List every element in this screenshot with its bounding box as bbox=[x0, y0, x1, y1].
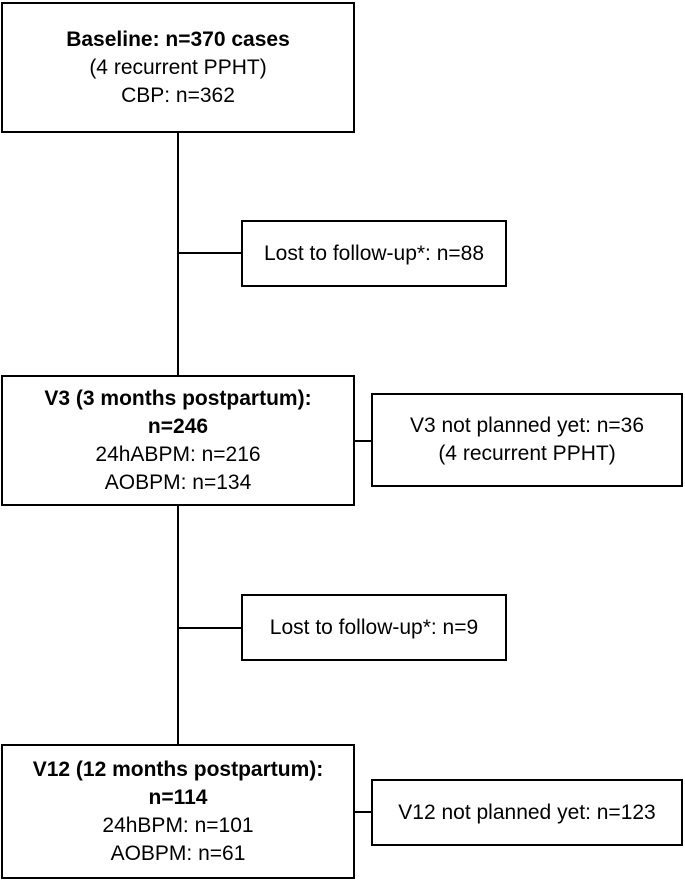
v12-count: n=114 bbox=[148, 785, 208, 809]
lost-followup-text-1: Lost to follow-up*: n=88 bbox=[263, 241, 485, 265]
branch-line-lost-1 bbox=[177, 252, 241, 254]
v3-not-planned-box: V3 not planned yet: n=36 (4 recurrent PP… bbox=[371, 393, 683, 487]
v12-not-planned-text: V12 not planned yet: n=123 bbox=[398, 800, 656, 824]
lost-followup-text-2: Lost to follow-up*: n=9 bbox=[269, 615, 479, 639]
main-vertical-line-1 bbox=[177, 132, 179, 376]
v3-not-planned-recurrent: (4 recurrent PPHT) bbox=[438, 442, 616, 465]
v12-aobpm: AOBPM: n=61 bbox=[110, 841, 246, 865]
v3-24habpm: 24hABPM: n=216 bbox=[95, 442, 261, 466]
v12-24hbpm: 24hBPM: n=101 bbox=[102, 813, 254, 837]
baseline-recurrent: (4 recurrent PPHT) bbox=[89, 55, 267, 79]
v3-title: V3 (3 months postpartum): bbox=[44, 386, 312, 410]
baseline-box: Baseline: n=370 cases (4 recurrent PPHT)… bbox=[1, 2, 355, 133]
lost-followup-box-2: Lost to follow-up*: n=9 bbox=[241, 594, 507, 661]
branch-line-lost-2 bbox=[177, 627, 241, 629]
main-vertical-line-2 bbox=[177, 505, 179, 745]
lost-followup-box-1: Lost to follow-up*: n=88 bbox=[241, 220, 507, 287]
v3-count: n=246 bbox=[147, 414, 209, 438]
v12-not-planned-box: V12 not planned yet: n=123 bbox=[371, 779, 683, 846]
v12-title: V12 (12 months postpartum): bbox=[32, 757, 324, 781]
branch-line-v3-not-planned bbox=[355, 440, 372, 442]
baseline-cbp: CBP: n=362 bbox=[121, 83, 235, 107]
v12-box: V12 (12 months postpartum): n=114 24hBPM… bbox=[1, 744, 355, 879]
branch-line-v12-not-planned bbox=[355, 811, 372, 813]
v3-not-planned-text: V3 not planned yet: n=36 bbox=[409, 414, 645, 437]
v3-aobpm: AOBPM: n=134 bbox=[104, 470, 252, 494]
baseline-title: Baseline: n=370 cases bbox=[66, 27, 290, 51]
v3-box: V3 (3 months postpartum): n=246 24hABPM:… bbox=[1, 375, 355, 506]
